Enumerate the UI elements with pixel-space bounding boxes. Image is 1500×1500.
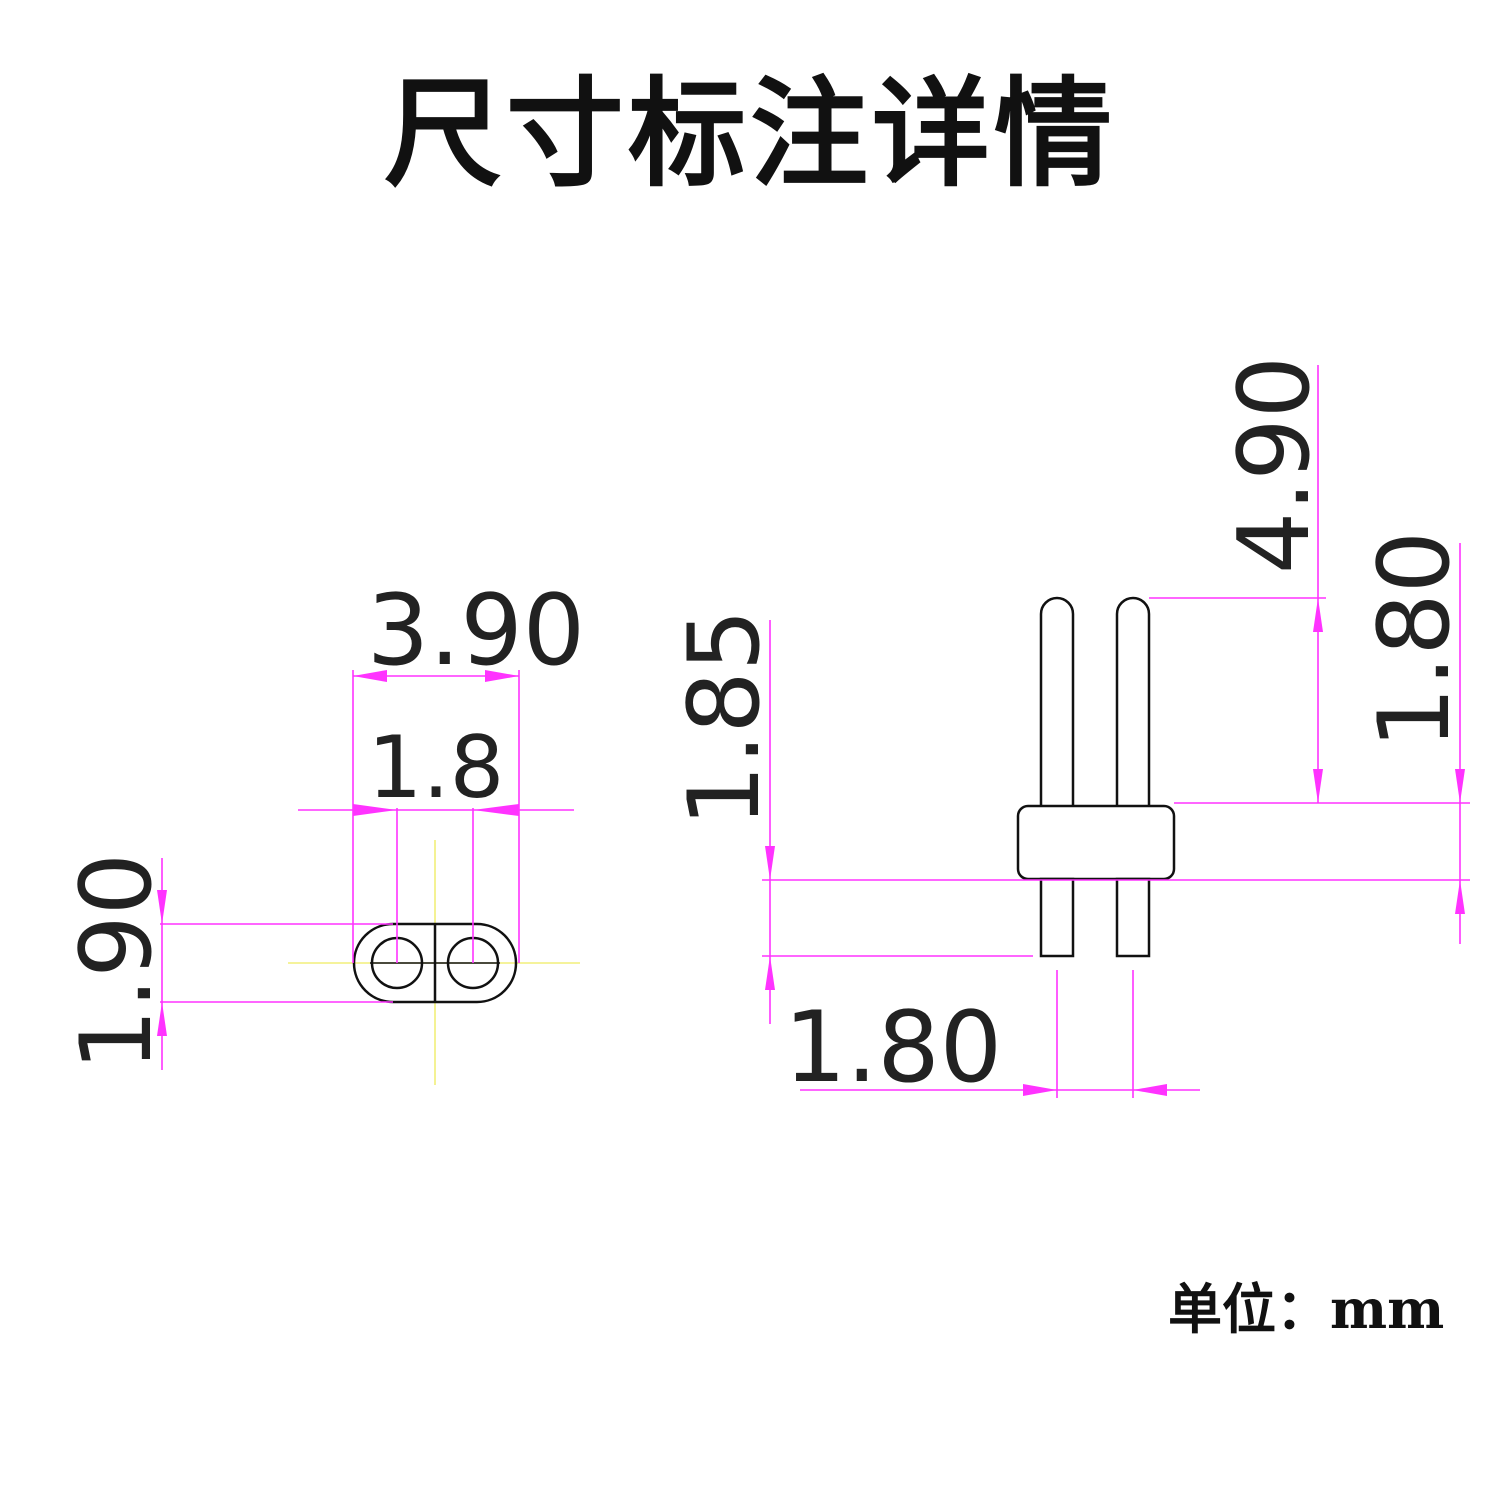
arrowhead: [157, 890, 167, 924]
page-title: 尺寸标注详情: [383, 65, 1116, 203]
arrowhead: [1313, 598, 1323, 632]
dimension-label-1-8: 1.8: [368, 718, 505, 818]
arrowhead: [765, 846, 775, 880]
arrowhead: [1313, 769, 1323, 803]
arrowhead: [353, 804, 397, 816]
right-pin-upper: [1115, 596, 1151, 806]
top-view-housing-outline: [352, 922, 518, 1004]
dimension-label-1-80-pitch: 1.80: [784, 991, 1002, 1105]
arrowhead: [1455, 880, 1465, 914]
side-view: 4.90 1.80 1.85 1.80: [668, 356, 1472, 1105]
arrowhead: [485, 670, 519, 682]
dimension-label-1-90: 1.90: [60, 853, 174, 1071]
dimension-label-4-90: 4.90: [1218, 356, 1332, 574]
arrowhead: [765, 956, 775, 990]
right-pin-lower: [1115, 877, 1151, 958]
dimension-label-1-85: 1.85: [668, 609, 782, 827]
arrowhead: [473, 804, 519, 816]
arrowhead: [1133, 1084, 1167, 1096]
arrowhead: [353, 670, 387, 682]
dimension-label-1-80-housing: 1.80: [1358, 531, 1472, 749]
top-view: 3.90 1.8 1.90: [60, 574, 585, 1085]
arrowhead: [157, 1002, 167, 1036]
unit-label: 单位：mm: [1168, 1277, 1445, 1341]
arrowhead: [1023, 1084, 1057, 1096]
dimension-label-3-90: 3.90: [367, 574, 585, 688]
left-pin-lower: [1039, 877, 1075, 958]
arrowhead: [1455, 769, 1465, 803]
plastic-housing: [1016, 804, 1176, 881]
left-pin-upper: [1039, 596, 1075, 806]
